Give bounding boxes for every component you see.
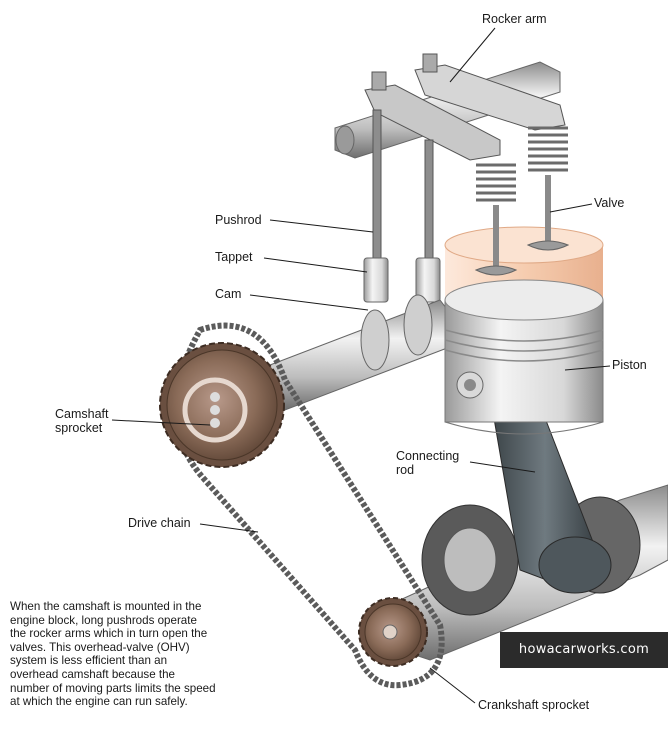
label-piston: Piston — [612, 358, 647, 372]
camshaft-sprocket — [159, 342, 285, 468]
label-pushrod: Pushrod — [215, 213, 262, 227]
leader-lines — [111, 27, 611, 704]
camshaft — [269, 294, 456, 411]
label-rocker-arm: Rocker arm — [482, 12, 547, 26]
crankshaft-sprocket — [358, 597, 428, 667]
label-cam: Cam — [215, 287, 242, 301]
piston — [444, 279, 604, 435]
label-crankshaft-sprocket: Crankshaft sprocket — [478, 698, 590, 712]
valve-springs — [476, 126, 568, 202]
label-connecting-rod: Connecting rod — [396, 449, 460, 477]
valves — [474, 175, 570, 276]
watermark: howacarworks.com — [500, 632, 668, 668]
label-drive-chain: Drive chain — [128, 516, 191, 530]
label-tappet: Tappet — [215, 250, 253, 264]
tappets — [363, 257, 441, 303]
label-valve: Valve — [594, 196, 625, 210]
rocker-arms — [364, 53, 566, 161]
label-camshaft-sprocket: Camshaft sprocket — [55, 407, 109, 435]
caption: When the camshaft is mounted in the engi… — [10, 600, 216, 709]
